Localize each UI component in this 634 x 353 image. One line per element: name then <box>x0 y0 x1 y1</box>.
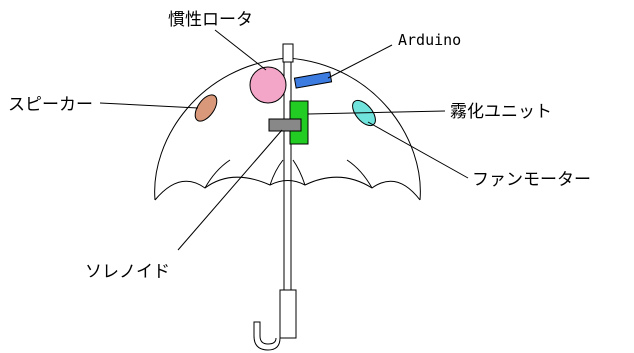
leader-solenoid <box>177 129 283 251</box>
label-speaker: スピーカー <box>8 95 93 115</box>
canopy-ribs <box>204 159 373 189</box>
umbrella-tip <box>282 43 294 63</box>
arduino-board <box>293 71 333 89</box>
inertial-rotor-part <box>249 66 287 104</box>
leader-fan <box>367 121 469 179</box>
solenoid-part <box>268 118 302 132</box>
label-arduino: Arduino <box>398 31 461 49</box>
handle-grip <box>279 289 297 339</box>
canopy-hem <box>154 176 421 201</box>
label-fan-motor: ファンモーター <box>472 170 591 190</box>
leader-arduino <box>327 44 393 79</box>
leader-mist <box>307 110 446 115</box>
handle-hook <box>253 321 281 351</box>
leader-rotor <box>214 29 267 71</box>
label-inertial-rotor: 慣性ロータ <box>168 10 253 30</box>
label-solenoid: ソレノイド <box>85 262 170 282</box>
label-mist-unit: 霧化ユニット <box>450 102 552 122</box>
leader-speaker <box>99 102 199 109</box>
speaker-part <box>194 94 218 122</box>
